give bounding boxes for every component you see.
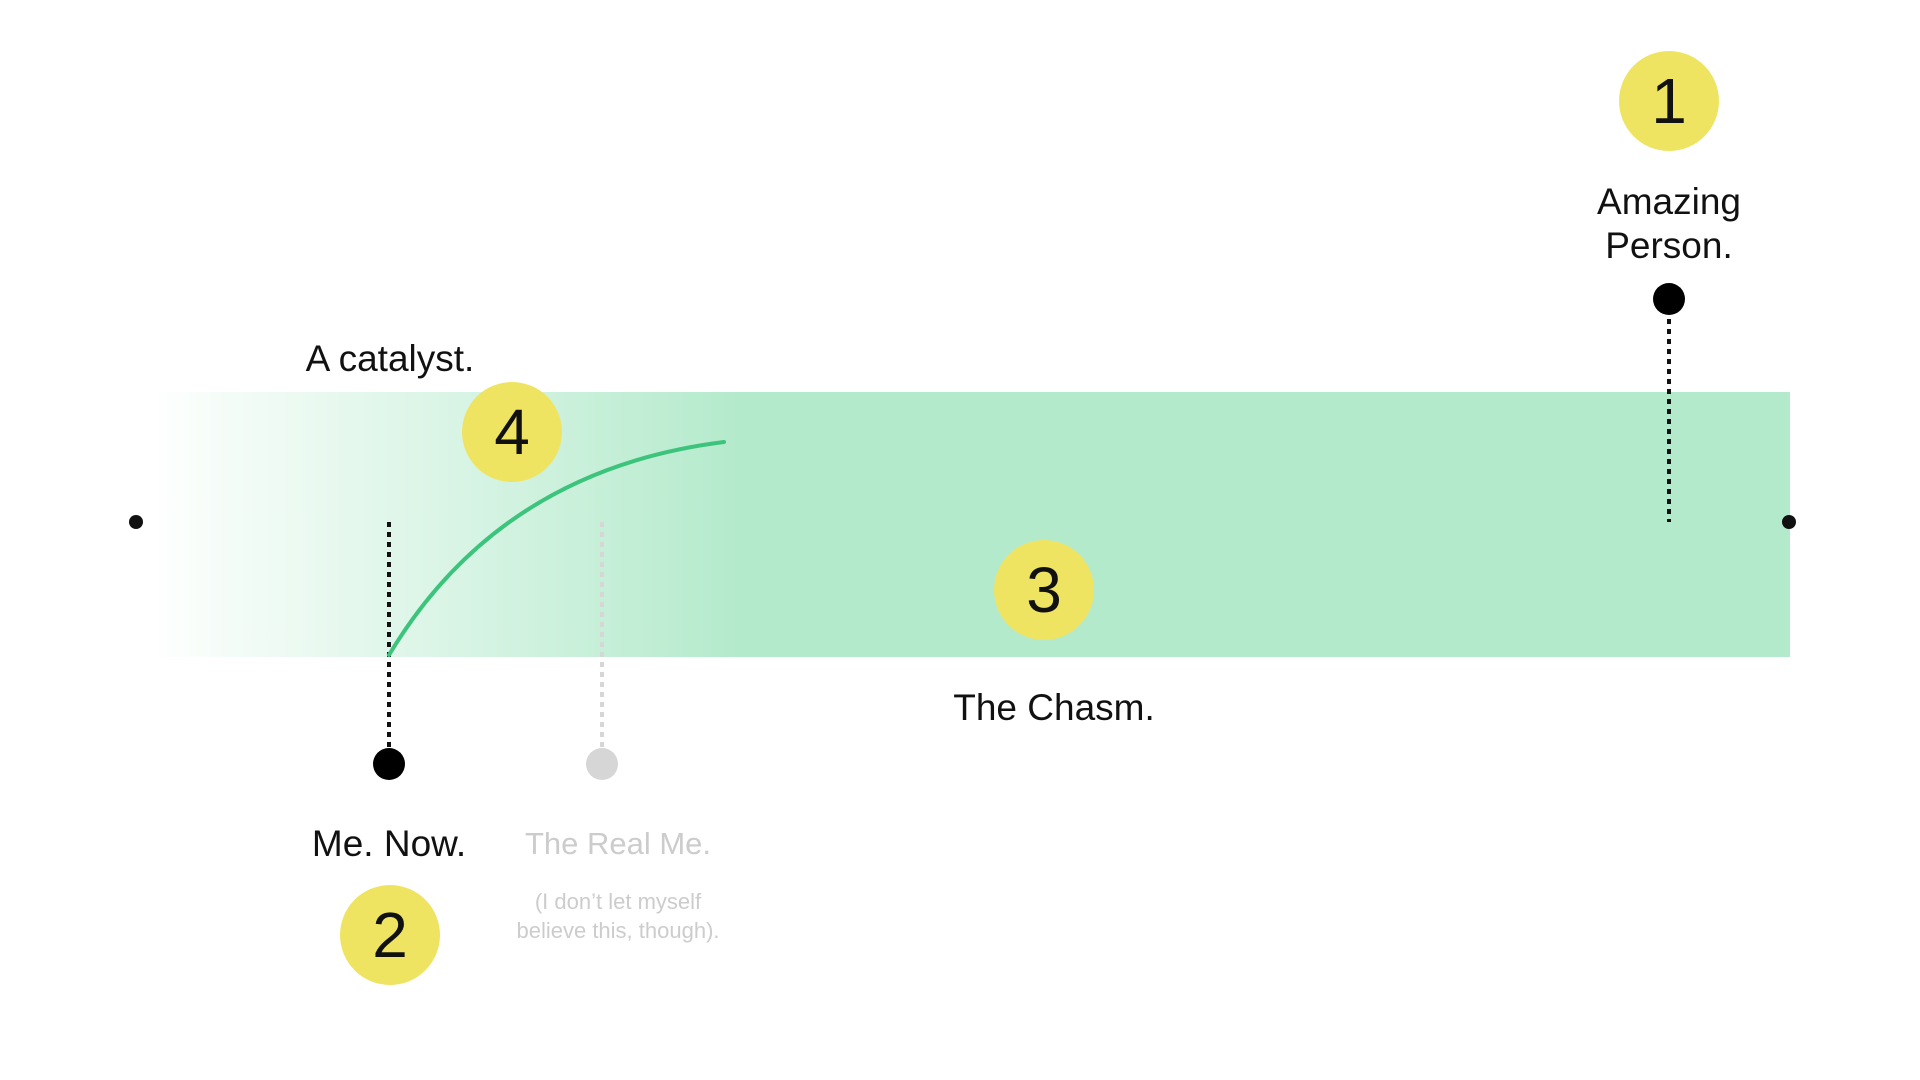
badge-2: 2	[340, 885, 440, 985]
real-me-marker	[586, 748, 618, 780]
catalyst-curve	[387, 440, 726, 657]
me-now-label: Me. Now.	[311, 823, 467, 864]
axis-start-dot	[129, 515, 143, 529]
me-now-marker	[373, 748, 405, 780]
badge-4: 4	[462, 382, 562, 482]
chasm-label: The Chasm.	[953, 687, 1155, 728]
real-me-label: The Real Me.	[524, 826, 712, 861]
axis-end-dot	[1782, 515, 1796, 529]
amazing-person-marker	[1653, 283, 1685, 315]
real-me-note-line2: believe this, though).	[516, 917, 720, 943]
catalyst-label: A catalyst.	[305, 338, 475, 379]
badge-1: 1	[1619, 51, 1719, 151]
chasm-band	[150, 392, 1790, 657]
real-me-note-line1: (I don’t let myself	[534, 889, 702, 914]
badge-3: 3	[994, 540, 1094, 640]
amazing-person-label: Amazing Person.	[1519, 180, 1819, 269]
amazing-person-label-line2: Person.	[1605, 225, 1733, 267]
real-me-note: (I don’t let myself believe this, though…	[468, 888, 768, 945]
amazing-person-label-line1: Amazing	[1597, 181, 1741, 222]
